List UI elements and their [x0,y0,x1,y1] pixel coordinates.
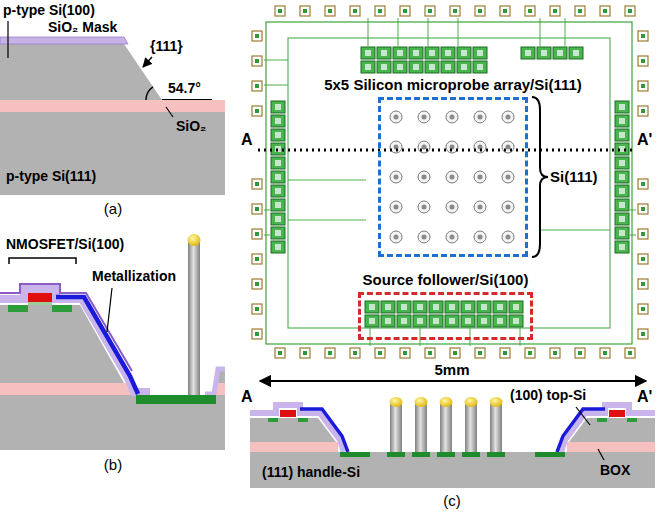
layer-label: SiO₂ [176,118,206,135]
angle-label: 54.7° [168,80,201,97]
microprobe-pillars [387,397,505,457]
leader-line [598,449,604,460]
dielectric-layer [0,289,150,392]
pad-row [268,4,643,18]
handle-silicon [0,395,225,450]
drain-region [52,305,72,312]
dimension-label: 5mm [431,361,472,379]
chip-ring [288,38,610,328]
passivation-layer [0,284,132,371]
pad-row [268,346,643,360]
pointer-arrow [143,57,152,67]
oxide-mask [0,37,128,44]
plane-label: {111} [150,38,183,55]
panel-c-cross-section [250,397,655,488]
panel-a-cross-section [0,21,225,195]
pad-column [250,172,264,342]
panel-label: (c) [443,492,461,510]
top-silicon [0,44,162,100]
gate-oxide [28,302,52,305]
region-heading: Source follower/Si(100) [360,271,532,289]
section-marker: A' [637,130,652,149]
section-marker: A [241,130,253,149]
buried-oxide [0,383,132,395]
probe-array-region: 5x5 Silicon microprobe array/Si(111) [378,97,528,257]
leader-line [166,107,173,117]
contact-pad [136,395,216,404]
section-marker: A [241,387,253,406]
brace [532,97,548,257]
gate [28,293,52,302]
region-label: Si(111) [550,168,598,186]
chip-ring [266,22,632,344]
dielectric-layer [205,369,225,394]
buried-oxide [250,442,338,452]
device-stack [535,405,655,457]
pad-column [636,24,650,124]
region-heading: 5x5 Silicon microprobe array/Si(111) [321,76,585,94]
transistor-cluster [520,46,584,60]
probe-grid [382,102,522,252]
leader-line [7,21,8,58]
scale-arrow [260,380,646,382]
section-marker: A' [637,387,652,406]
layer-label: SiO₂ Mask [48,19,117,36]
microprobe-pillar [188,240,200,395]
section-line [258,149,632,152]
leader-line [576,407,590,425]
layer-label: (111) handle-Si [262,464,360,481]
panel-label: (a) [104,200,122,218]
transistor-cluster [614,100,630,254]
panel-b-cross-section [0,234,225,450]
panel-label: (b) [104,456,122,474]
chip-layout [250,4,650,381]
buried-oxide [567,442,655,452]
layer-label: Metallization [92,268,176,285]
buried-oxide [0,100,225,112]
device-stack [250,405,370,457]
probe-tip [188,234,201,246]
layer-label: (100) top-Si [510,387,586,404]
pad-column [250,24,264,124]
pad-column [636,172,650,342]
angle-baseline [162,99,212,100]
device-label: NMOSFET/Si(100) [6,236,124,253]
layer-label: BOX [600,462,630,479]
layer-label: p-type Si(111) [6,168,96,185]
wiring [264,18,636,346]
transistor-cluster [270,100,286,254]
source-region [8,305,28,312]
angle-arc [146,87,153,100]
transistor-cluster [360,46,488,74]
handle-silicon [0,112,225,195]
leader-line [107,288,112,332]
layer-label: p-type Si(100) [3,2,95,19]
source-follower-region: Source follower/Si(100) [358,292,533,340]
handle-silicon [250,452,655,488]
transistor-cluster [364,300,524,328]
bracket [9,258,76,264]
